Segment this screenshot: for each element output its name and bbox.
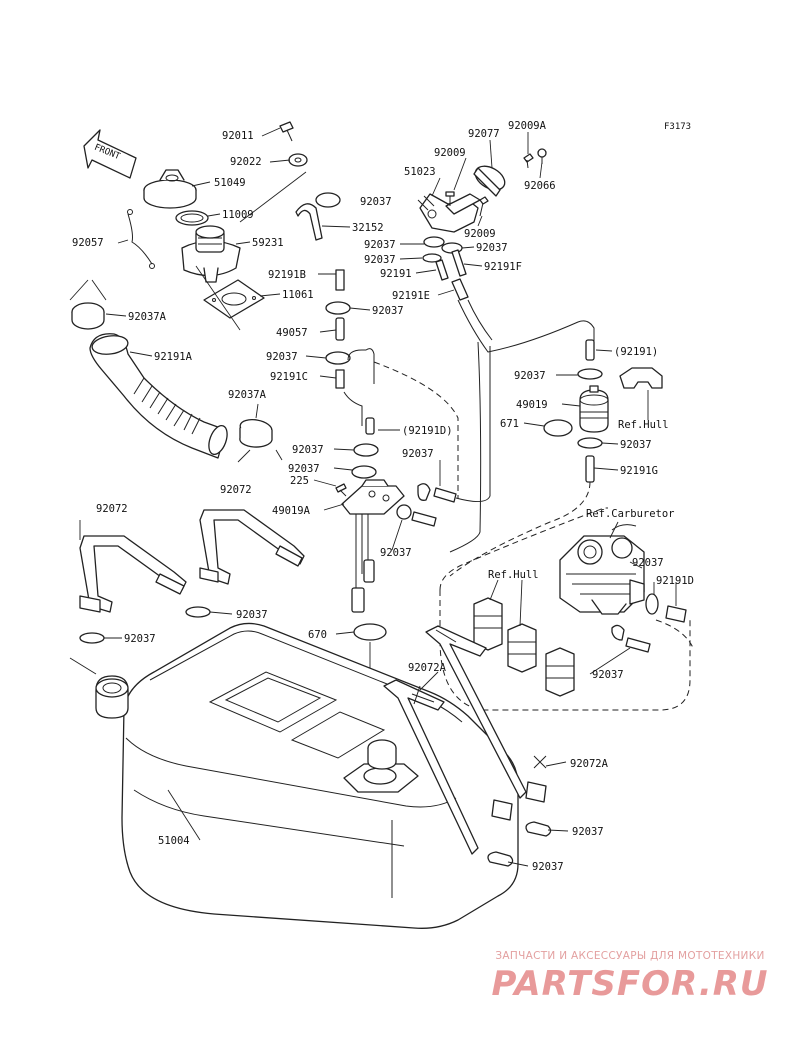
- label-92191c: 92191C: [270, 371, 308, 383]
- oring-670: [353, 623, 387, 641]
- strap-92072a-lower: [383, 679, 513, 855]
- line-clips: [473, 579, 575, 697]
- label-92057: 92057: [72, 237, 104, 249]
- label-92066: 92066: [524, 180, 556, 192]
- label-92191-paren: (92191): [614, 346, 658, 358]
- label-92037-valve-c: 92037: [364, 254, 396, 266]
- clip-92037-bottom-b: [487, 851, 514, 867]
- clamp-92037-carb: [645, 593, 659, 615]
- label-92011: 92011: [222, 130, 254, 142]
- part-labels: 92011 92022 51049 11009 92057 59231 1106…: [72, 120, 694, 873]
- label-92009a: 92009A: [508, 120, 547, 132]
- label-92191a: 92191A: [154, 351, 193, 363]
- label-92037-pickup-a: 92037: [292, 444, 324, 456]
- label-92037-left-a: 92037: [236, 609, 268, 621]
- label-92037-filter-top: 92037: [514, 370, 546, 382]
- fuel-filter-49019: [543, 339, 663, 483]
- label-92072a-upper: 92072A: [408, 662, 447, 674]
- vent-valve-assembly: [417, 148, 595, 553]
- filler-cap-assembly: [127, 121, 308, 331]
- fuel-tank-51004: [69, 622, 519, 929]
- label-92037-top: 92037: [360, 196, 392, 208]
- clip-92037-bottom-a: [525, 821, 552, 837]
- label-92037a-upper: 92037A: [128, 311, 167, 323]
- label-51023: 51023: [404, 166, 436, 178]
- label-671: 671: [500, 418, 519, 430]
- label-92037-valve-b: 92037: [476, 242, 508, 254]
- fuel-line-right: [411, 346, 491, 527]
- label-49019: 49019: [516, 399, 548, 411]
- label-92037-right: 92037: [592, 669, 624, 681]
- label-92191b: 92191B: [268, 269, 306, 281]
- label-92037-bottom-b: 92037: [532, 861, 564, 873]
- label-92037-left-b: 92037: [124, 633, 156, 645]
- label-49057: 49057: [276, 327, 308, 339]
- label-11009: 11009: [222, 209, 254, 221]
- figure-code: F3173: [664, 122, 691, 132]
- front-arrow: FRONT: [83, 129, 137, 179]
- label-32152: 32152: [352, 222, 384, 234]
- label-92037-pickup-b: 92037: [288, 463, 320, 475]
- clamp-92037a-upper: [69, 279, 107, 330]
- label-92037a-lower: 92037A: [228, 389, 267, 401]
- vent-hose-32152: [295, 203, 323, 241]
- clip-92037-left-b: [79, 632, 105, 644]
- label-92072-right: 92072: [220, 484, 252, 496]
- filler-hose-92191a: [89, 333, 228, 459]
- label-92009-lower: 92009: [464, 228, 496, 240]
- label-59231: 59231: [252, 237, 284, 249]
- label-51004: 51004: [158, 835, 190, 847]
- label-92072-left: 92072: [96, 503, 128, 515]
- clip-92037-left-a: [185, 606, 211, 618]
- label-ref-hull-lower: Ref.Hull: [488, 569, 539, 581]
- clamp-92037a-lower: [237, 418, 283, 463]
- label-92191g: 92191G: [620, 465, 658, 477]
- label-92077: 92077: [468, 128, 500, 140]
- carburetor-ref: [559, 521, 645, 615]
- label-92191d: 92191D: [656, 575, 694, 587]
- label-92009-upper: 92009: [434, 147, 466, 159]
- label-92037-mid: 92037: [402, 448, 434, 460]
- watermark-caption: ЗАПЧАСТИ И АКСЕССУАРЫ ДЛЯ МОТОТЕХНИКИ: [495, 950, 765, 962]
- label-92037-vent-a: 92037: [372, 305, 404, 317]
- fuel-pickup-49019a: [335, 479, 412, 613]
- label-ref-carburetor: Ref.Carburetor: [586, 508, 675, 520]
- label-11061: 11061: [282, 289, 314, 301]
- label-92037-carb: 92037: [632, 557, 664, 569]
- vent-line-column: [325, 269, 379, 479]
- label-92037-vent-b: 92037: [266, 351, 298, 363]
- label-92191d-paren: (92191D): [402, 425, 453, 437]
- label-92037-filter-bottom: 92037: [620, 439, 652, 451]
- label-92191f: 92191F: [484, 261, 522, 273]
- label-225: 225: [290, 475, 309, 487]
- clamp-92037-top: [315, 192, 341, 208]
- label-92037-valve-a: 92037: [364, 239, 396, 251]
- label-92191e: 92191E: [392, 290, 430, 302]
- leader-lines: [104, 127, 677, 867]
- label-51049: 51049: [214, 177, 246, 189]
- strap-92072-left: [79, 520, 187, 613]
- label-92022: 92022: [230, 156, 262, 168]
- label-92072a-lower: 92072A: [570, 758, 609, 770]
- strap-92072a-upper: [425, 625, 547, 803]
- label-49019a: 49019A: [272, 505, 311, 517]
- label-92191: 92191: [380, 268, 412, 280]
- strap-92072-right: [199, 509, 305, 585]
- label-92037-bottom-a: 92037: [572, 826, 604, 838]
- watermark-logo: PARTSFOR.RU: [491, 964, 769, 1004]
- label-ref-hull-upper: Ref.Hull: [618, 419, 669, 431]
- label-670: 670: [308, 629, 327, 641]
- label-92037-pickup-c: 92037: [380, 547, 412, 559]
- hose-92191d: [665, 605, 687, 623]
